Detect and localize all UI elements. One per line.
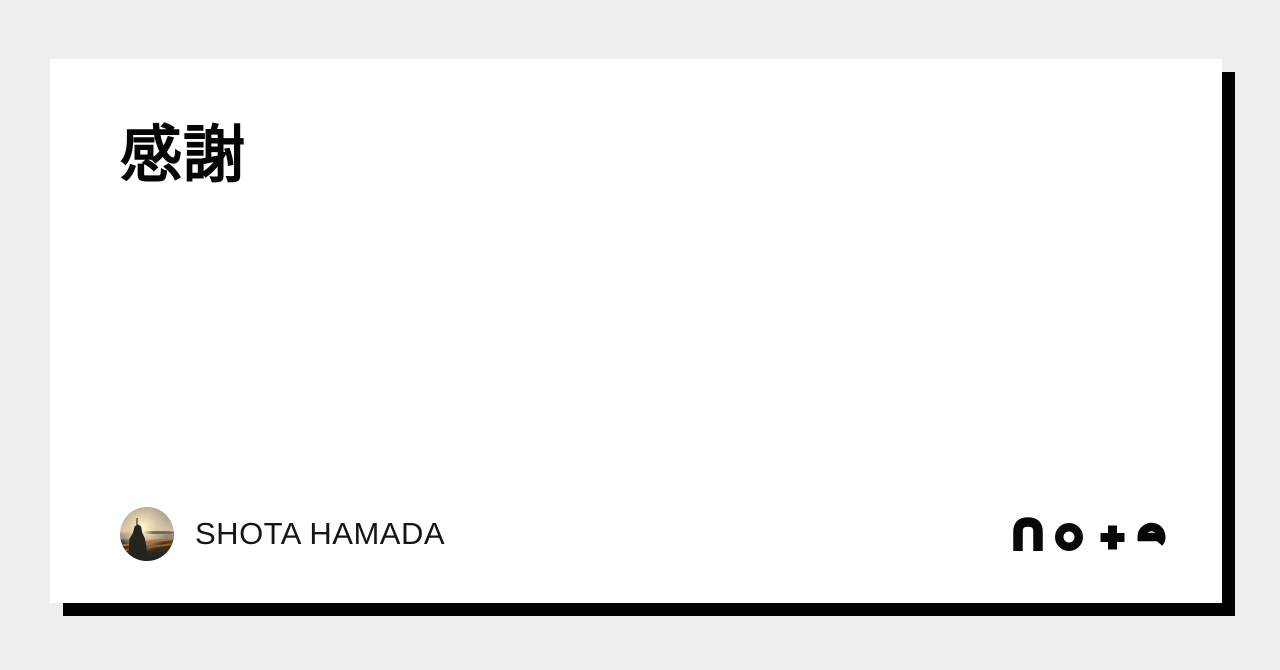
avatar-shore-art bbox=[142, 530, 174, 534]
article-card[interactable]: 感謝 SHOTA HAMADA bbox=[50, 59, 1222, 603]
note-logo-icon bbox=[1013, 517, 1166, 551]
avatar-silhouette-art bbox=[128, 524, 147, 561]
author-avatar bbox=[120, 507, 174, 561]
card-footer: SHOTA HAMADA bbox=[120, 506, 1168, 562]
article-title: 感謝 bbox=[120, 121, 247, 190]
author-name: SHOTA HAMADA bbox=[195, 516, 446, 551]
author-info: SHOTA HAMADA bbox=[120, 507, 445, 561]
